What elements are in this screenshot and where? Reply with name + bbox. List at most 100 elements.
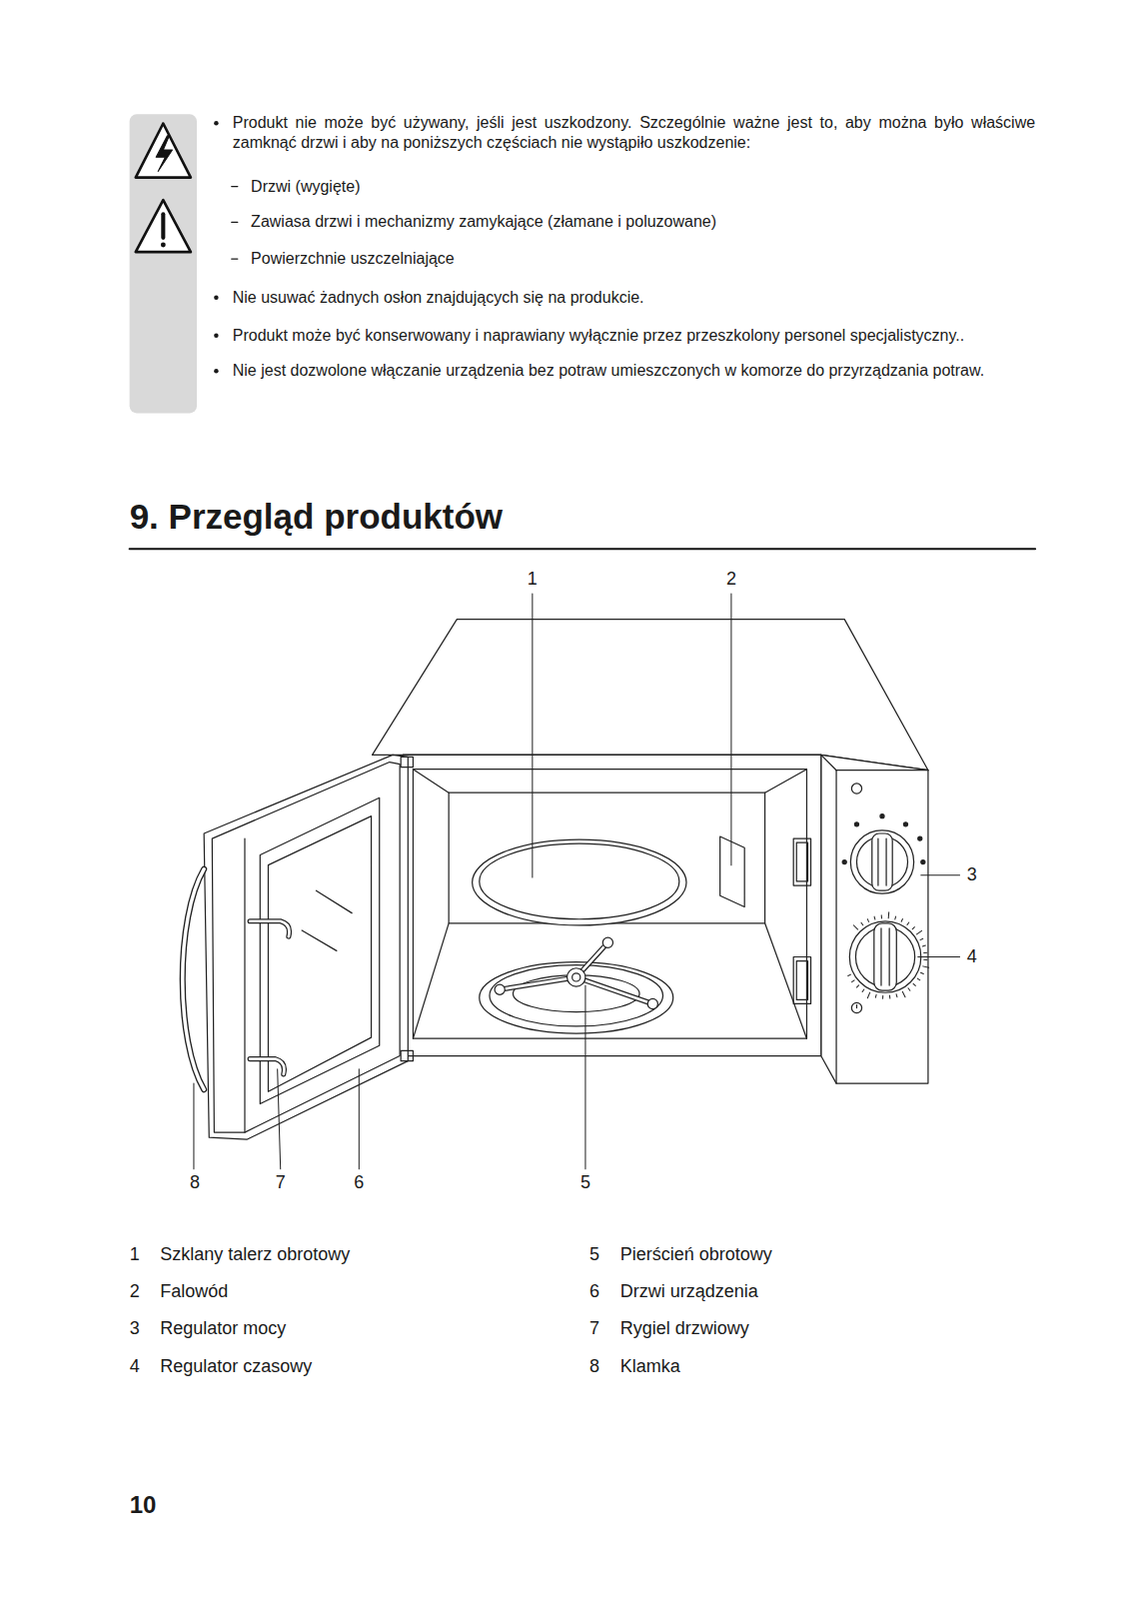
glass-plate xyxy=(479,843,680,920)
list-markers xyxy=(231,185,238,187)
leader-line xyxy=(193,593,961,1169)
power-knob xyxy=(877,838,879,886)
part-number: 1 xyxy=(129,1244,140,1265)
power-knob xyxy=(872,833,893,891)
callout-number: 2 xyxy=(726,569,737,590)
timer-knob xyxy=(902,991,906,997)
door xyxy=(203,754,413,1139)
warning-panel xyxy=(155,135,172,172)
power-knob xyxy=(850,830,914,894)
roller-ring xyxy=(647,998,658,1009)
roller-ring xyxy=(499,942,653,1004)
part-number: 3 xyxy=(129,1318,140,1339)
warning-panel xyxy=(160,213,165,237)
timer-knob xyxy=(894,916,897,920)
door-latch xyxy=(249,921,289,937)
door-handle xyxy=(182,869,204,1090)
warning-panel xyxy=(135,199,191,252)
part-name: Regulator czasowy xyxy=(159,1356,312,1377)
leader-line xyxy=(531,593,533,878)
microwave-body xyxy=(412,769,449,793)
part-number: 4 xyxy=(129,1356,140,1377)
waveguide xyxy=(720,836,745,907)
power-knob xyxy=(854,822,859,827)
timer-knob xyxy=(913,983,916,986)
timer-knob xyxy=(856,1004,858,1008)
glass-plate xyxy=(472,839,687,926)
callout-number: 8 xyxy=(189,1172,200,1193)
part-number: 8 xyxy=(589,1356,600,1377)
timer-knob xyxy=(848,912,930,1014)
warning-text: Powierzchnie uszczelniające xyxy=(250,248,1036,269)
leader-line xyxy=(358,1069,360,1169)
timer-knob xyxy=(848,974,852,976)
roller-ring xyxy=(602,937,613,948)
door xyxy=(211,762,400,1133)
warning-text: Nie usuwać żadnych osłon znajdujących si… xyxy=(232,287,1036,308)
microwave-body xyxy=(412,923,449,1039)
timer-knob xyxy=(924,959,928,961)
timer-knob xyxy=(881,915,883,919)
door-latch xyxy=(249,921,289,1075)
leader-line xyxy=(277,1069,281,1169)
list-markers xyxy=(213,295,218,300)
callout-number: 7 xyxy=(275,1172,286,1193)
timer-knob xyxy=(874,916,877,920)
power-knob xyxy=(880,814,885,819)
callout-number: 4 xyxy=(967,947,978,968)
leader-line xyxy=(730,593,732,866)
microwave-body xyxy=(836,769,929,771)
timer-knob xyxy=(922,945,926,948)
timer-knob xyxy=(862,989,865,993)
door xyxy=(301,930,337,951)
timer-knob xyxy=(924,952,928,954)
roller-ring xyxy=(479,962,674,1034)
warning-panel xyxy=(135,123,191,178)
timer-knob xyxy=(880,928,882,986)
callout-number: 3 xyxy=(967,865,978,886)
list-markers xyxy=(231,257,238,259)
roller-ring xyxy=(479,937,674,1034)
glass-plate xyxy=(472,839,687,926)
callout-number: 6 xyxy=(353,1172,364,1193)
microwave-body xyxy=(793,838,811,886)
timer-knob xyxy=(849,921,921,993)
timer-knob xyxy=(875,994,878,998)
list-markers xyxy=(231,221,238,223)
section-heading: 9. Przegląd produktów xyxy=(129,496,503,537)
part-number: 6 xyxy=(589,1281,600,1302)
part-name: Klamka xyxy=(620,1356,681,1377)
part-name: Pierścień obrotowy xyxy=(620,1244,773,1265)
timer-knob xyxy=(917,930,923,935)
power-knob xyxy=(921,860,926,865)
timer-knob xyxy=(852,980,855,983)
warning-text: Drzwi (wygięte) xyxy=(250,176,1036,197)
roller-ring xyxy=(494,984,505,995)
door xyxy=(203,754,408,1139)
timer-knob xyxy=(867,992,870,999)
list-markers xyxy=(213,332,218,337)
door xyxy=(400,1050,413,1061)
timer-knob xyxy=(861,922,864,926)
power-knob xyxy=(918,836,923,841)
door xyxy=(315,890,352,913)
door xyxy=(267,816,371,1093)
list-markers xyxy=(213,120,218,125)
timer-knob xyxy=(867,919,869,923)
timer-knob xyxy=(908,988,911,991)
microwave-body xyxy=(821,754,837,770)
door-latch xyxy=(249,1059,284,1075)
callout-number: 1 xyxy=(527,569,538,590)
timer-knob xyxy=(901,918,903,922)
timer-knob xyxy=(856,985,859,988)
power-knob xyxy=(842,860,847,865)
timer-knob xyxy=(888,912,891,919)
microwave-body xyxy=(765,923,808,1039)
warning-panel xyxy=(129,113,197,413)
leader-line xyxy=(921,874,961,876)
microwave-body xyxy=(402,754,822,1056)
warning-text: Produkt może być konserwowany i naprawia… xyxy=(232,325,1036,346)
timer-knob xyxy=(907,922,910,926)
microwave-body xyxy=(372,619,929,771)
